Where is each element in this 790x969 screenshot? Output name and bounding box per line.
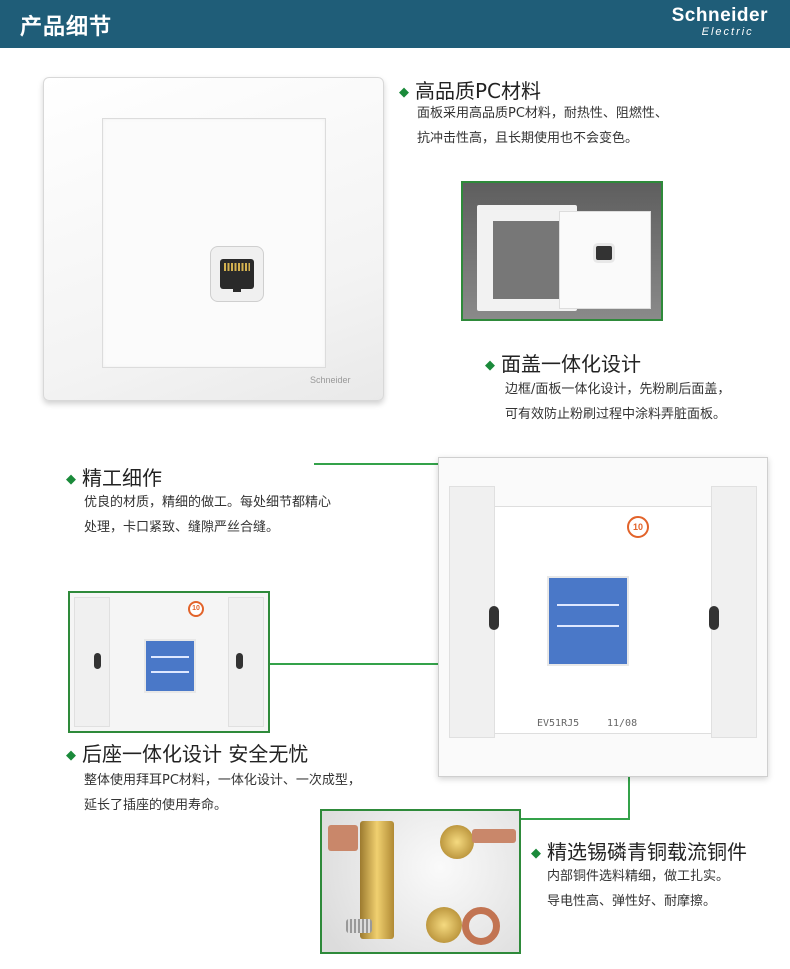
feature-title-integrated-base: ◆ 后座一体化设计 安全无忧 (66, 738, 308, 767)
cover-module (559, 211, 651, 309)
panel-face (102, 118, 326, 368)
connector-line (521, 818, 630, 820)
feature-title-text: 后座一体化设计 安全无忧 (82, 742, 309, 766)
diamond-bullet-icon: ◆ (66, 748, 76, 763)
cover-plate (493, 221, 563, 299)
connector-line (314, 463, 470, 465)
diamond-bullet-icon: ◆ (66, 472, 76, 487)
cover-jack-icon (596, 246, 612, 260)
rj45-tab (233, 286, 241, 292)
module-detail (556, 625, 620, 628)
feature-desc-line: 处理，卡口紧致、缝隙严丝合缝。 (84, 520, 280, 535)
brass-screw (440, 825, 474, 859)
feature-desc-copper-parts: 内部铜件选料精细，做工扎实。 导电性高、弹性好、耐摩擦。 (547, 864, 729, 914)
copper-ring (462, 907, 500, 945)
copper-strip (472, 829, 516, 843)
rating-badge: 10 (188, 601, 204, 617)
front-panel-image: Schneider (43, 77, 384, 401)
spring-part (346, 919, 372, 933)
feature-desc-pc-material: 面板采用高品质PC材料，耐热性、阻燃性、 抗冲击性高，且长期使用也不会变色。 (417, 101, 668, 151)
feature-title-text: 高品质PC材料 (415, 79, 542, 103)
feature-desc-integrated-base: 整体使用拜耳PC材料，一体化设计、一次成型， 延长了插座的使用寿命。 (84, 768, 361, 818)
rj45-jack (210, 246, 264, 302)
back-rail-left (449, 486, 495, 738)
rj45-pins (224, 263, 250, 271)
feature-title-text: 精工细作 (82, 466, 162, 490)
diamond-bullet-icon: ◆ (485, 358, 495, 373)
keystone-module (547, 576, 629, 666)
feature-desc-line: 可有效防止粉刷过程中涂料弄脏面板。 (505, 407, 727, 422)
brand-name: Schneider (671, 5, 768, 26)
feature-desc-line: 优良的材质，精细的做工。每处细节都精心 (84, 495, 332, 510)
brand-logo: Schneider Electric (671, 5, 768, 39)
diamond-bullet-icon: ◆ (531, 846, 541, 861)
screw-slot (236, 653, 243, 669)
module-detail (150, 671, 190, 673)
module-detail (556, 603, 620, 606)
brand-subname: Electric (701, 26, 754, 38)
feature-title-text: 精选锡磷青铜载流铜件 (547, 840, 747, 864)
feature-desc-line: 抗冲击性高，且长期使用也不会变色。 (417, 131, 639, 146)
feature-desc-line: 面板采用高品质PC材料，耐热性、阻燃性、 (417, 106, 668, 121)
feature-title-copper-parts: ◆ 精选锡磷青铜载流铜件 (531, 836, 747, 865)
feature-title-craftsmanship: ◆ 精工细作 (66, 462, 162, 491)
back-view-small-photo: 10 (68, 591, 270, 733)
back-rail-left (74, 597, 110, 727)
back-rail-right (228, 597, 264, 727)
rj45-port (220, 259, 254, 292)
back-view-large-image: 10 EV51RJ5 11/08 (438, 457, 768, 777)
panel-logo-text: Schneider (310, 375, 351, 385)
feature-desc-line: 导电性高、弹性好、耐摩擦。 (547, 894, 717, 909)
feature-desc-line: 内部铜件选料精细，做工扎实。 (547, 869, 730, 884)
copper-clip (328, 825, 358, 851)
screw-slot (489, 606, 499, 630)
model-number: EV51RJ5 (537, 718, 580, 729)
feature-desc-line: 边框/面板一体化设计，先粉刷后面盖， (505, 382, 731, 397)
brass-screw (426, 907, 462, 943)
feature-title-cover-design: ◆ 面盖一体化设计 (485, 348, 641, 377)
diamond-bullet-icon: ◆ (399, 85, 409, 100)
date-code: 11/08 (607, 718, 638, 729)
keystone-module (144, 639, 196, 693)
feature-title-pc-material: ◆ 高品质PC材料 (399, 75, 541, 104)
screw-slot (94, 653, 101, 669)
feature-desc-craftsmanship: 优良的材质，精细的做工。每处细节都精心 处理，卡口紧致、缝隙严丝合缝。 (84, 490, 331, 540)
module-detail (150, 656, 190, 658)
rating-badge: 10 (627, 516, 649, 538)
feature-desc-cover-design: 边框/面板一体化设计，先粉刷后面盖， 可有效防止粉刷过程中涂料弄脏面板。 (505, 377, 730, 427)
header-bar: 产品细节 Schneider Electric (0, 0, 790, 48)
feature-desc-line: 延长了插座的使用寿命。 (84, 798, 228, 813)
screw-slot (709, 606, 719, 630)
connector-line (270, 663, 520, 665)
feature-title-text: 面盖一体化设计 (501, 352, 641, 376)
page-title: 产品细节 (20, 15, 113, 40)
copper-parts-photo (320, 809, 521, 954)
feature-desc-line: 整体使用拜耳PC材料，一体化设计、一次成型， (84, 773, 361, 788)
cover-integration-photo (461, 181, 663, 321)
